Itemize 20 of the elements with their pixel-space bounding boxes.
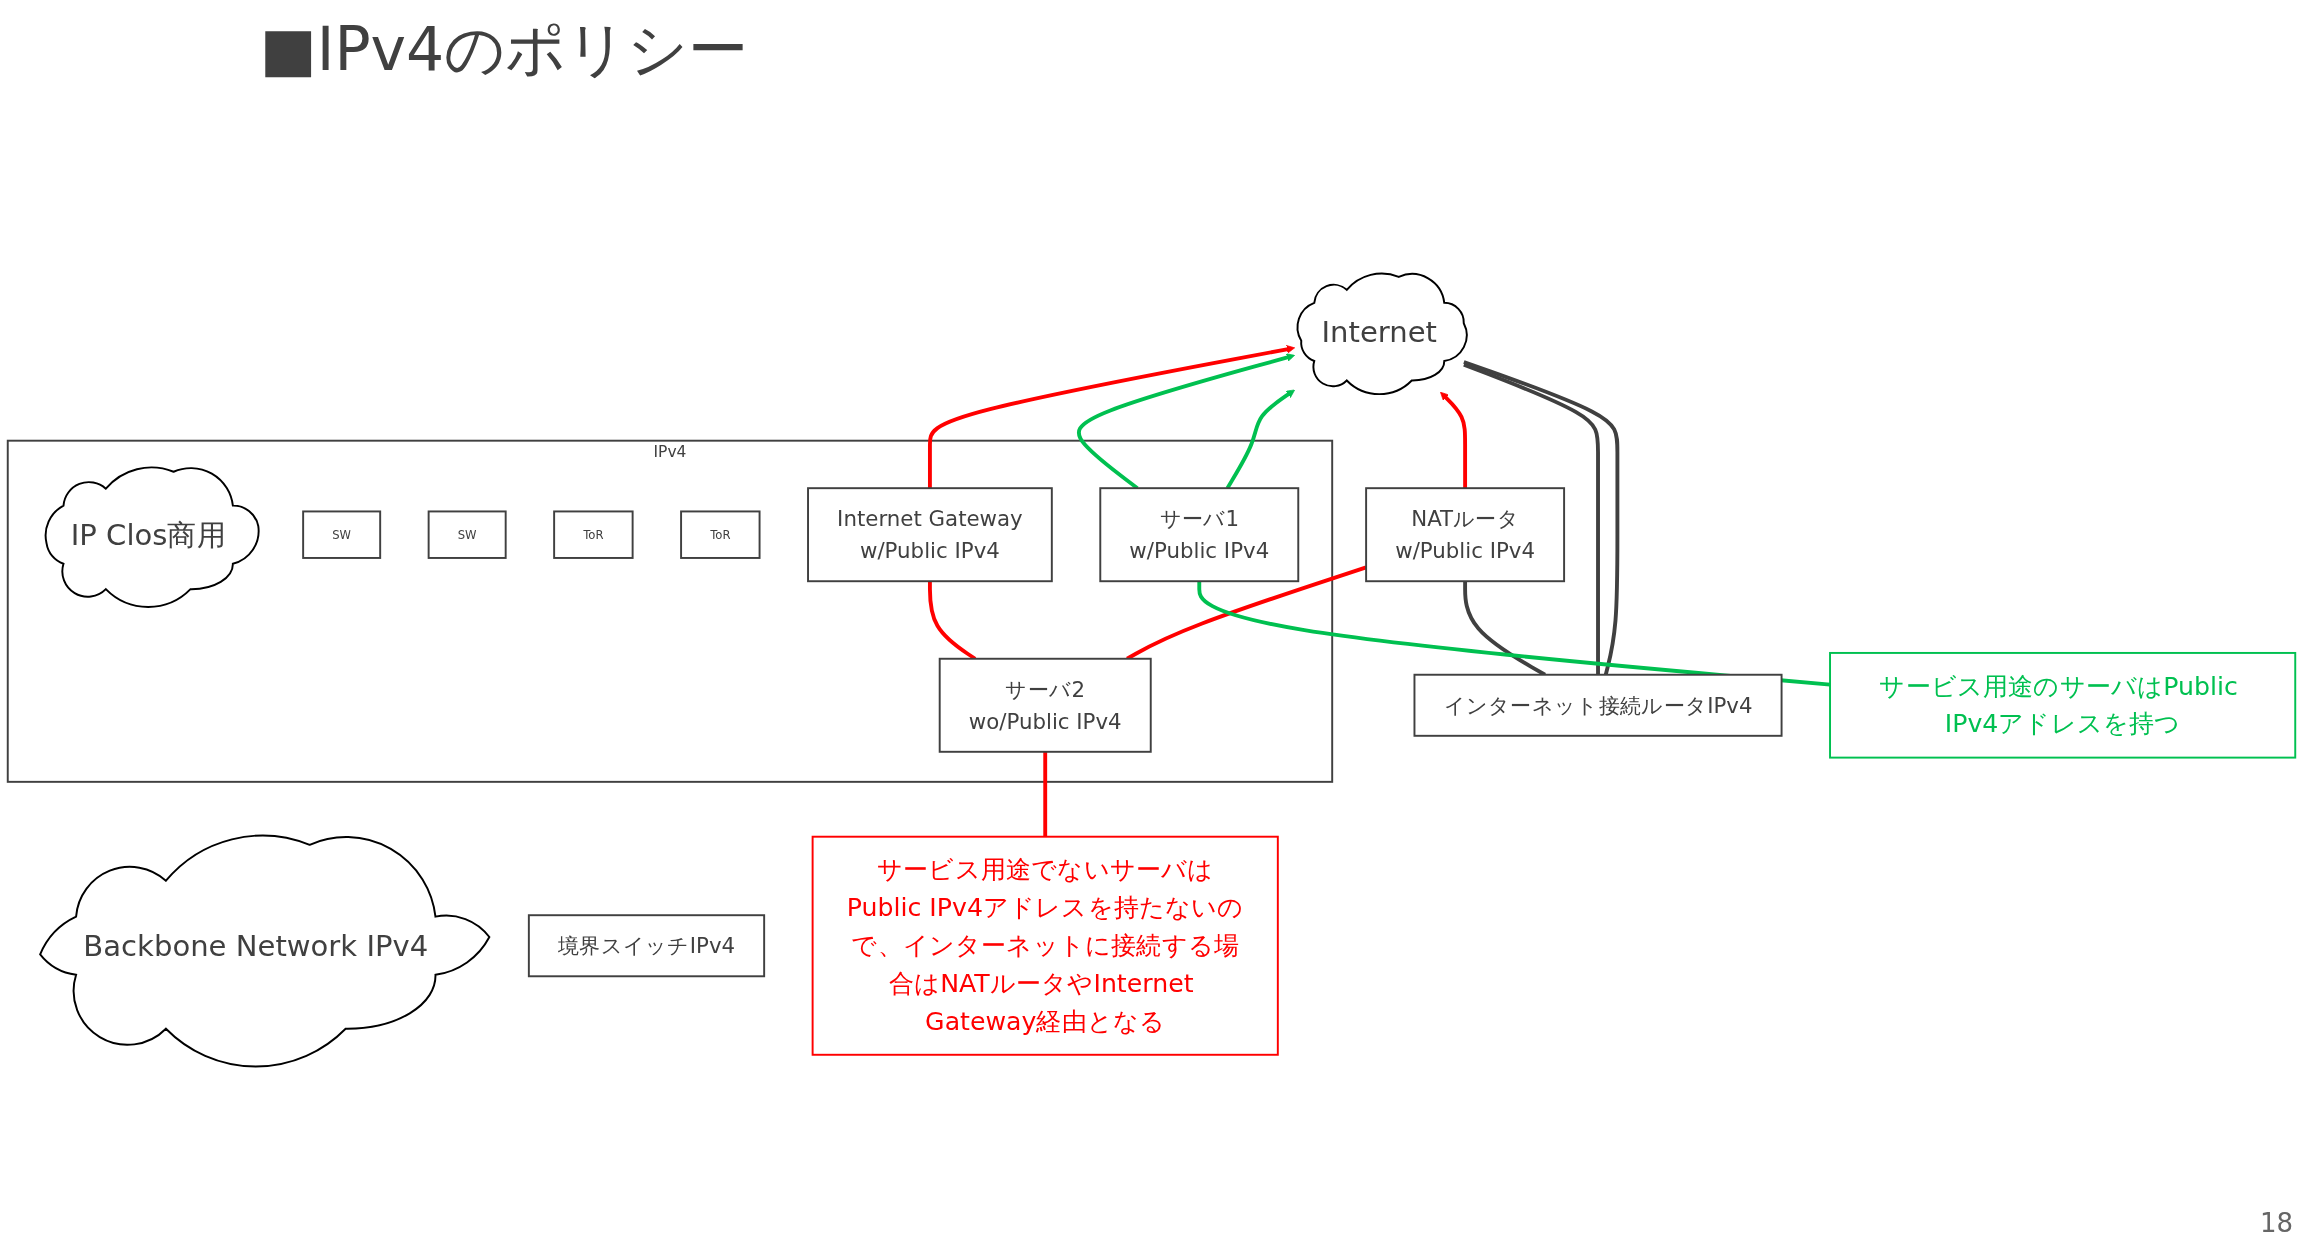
arrow [928,345,1296,489]
node-box: インターネット接続ルータIPv4 [1413,673,1783,737]
arrow [1440,391,1468,489]
node-box: 境界スイッチIPv4 [527,914,766,978]
connector [1197,581,1831,687]
node-box: Internet Gateway w/Public IPv4 [807,487,1053,583]
node-box: SW [302,510,382,559]
node-box: サービス用途でないサーバはPublic IPv4アドレスを持たないので、インターネットに接続する場合はNATルータやInternet Gateway経由となる [811,835,1279,1056]
node-box: ToR [553,510,634,559]
node-box: サーバ1 w/Public IPv4 [1099,487,1300,583]
node-box: サーバ2 wo/Public IPv4 [938,657,1152,753]
connector [1043,751,1048,837]
node-box: NATルータ w/Public IPv4 [1365,487,1566,583]
node-box: サービス用途のサーバはPublic IPv4アドレスを持つ [1829,651,2297,759]
node-box: ToR [680,510,761,559]
node-box: SW [427,510,507,559]
arrow [1076,353,1296,490]
page-number: 18 [2259,1208,2293,1238]
slide-title: ■IPv4のポリシー [260,13,749,86]
arrow [1225,389,1296,490]
